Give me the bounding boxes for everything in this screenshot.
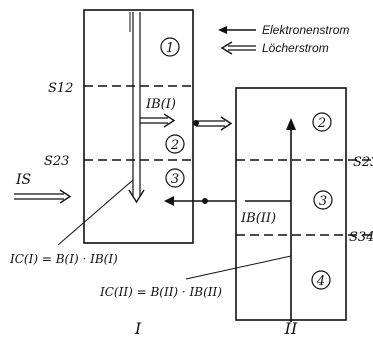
region-2-left-marker: 2 xyxy=(165,134,185,154)
label-s23-right: S23 xyxy=(353,155,373,170)
region-4-marker: 4 xyxy=(311,270,331,290)
label-s34: S34 xyxy=(349,230,373,245)
label-transistor-I: I xyxy=(134,319,142,338)
svg-text:2: 2 xyxy=(170,138,179,153)
label-ib1: IB(I) xyxy=(145,97,176,112)
svg-text:4: 4 xyxy=(316,274,325,289)
ic1-leader-line xyxy=(57,179,134,246)
is-input-arrow xyxy=(14,189,72,204)
label-is: IS xyxy=(15,172,31,188)
hole-transfer-arrow xyxy=(196,116,233,131)
legend-electron-arrow xyxy=(218,26,256,34)
transistor-I-block xyxy=(83,9,194,244)
junction-dot-bottom xyxy=(202,198,208,204)
formula-ic1: IC(I) = B(I) · IB(I) xyxy=(9,252,118,266)
svg-text:3: 3 xyxy=(319,194,327,209)
legend-hole-label: Löcherstrom xyxy=(262,41,329,55)
svg-text:2: 2 xyxy=(317,116,326,131)
legend-hole-arrow xyxy=(220,41,256,55)
junction-dot-top xyxy=(193,120,199,126)
label-s23-left: S23 xyxy=(44,154,69,169)
ib1-branch-arrow xyxy=(140,113,176,128)
region-3-left-marker: 3 xyxy=(165,168,185,188)
label-s12: S12 xyxy=(48,81,73,96)
electron-current-up-arrow xyxy=(286,118,296,322)
hole-current-down-arrow xyxy=(128,12,145,204)
legend-electron-label: Elektronenstrom xyxy=(262,23,349,37)
ic2-leader-line xyxy=(185,255,292,280)
region-2-right-marker: 2 xyxy=(312,112,332,132)
formula-ic2: IC(II) = B(II) · IB(II) xyxy=(99,285,222,299)
region-1-marker: 1 xyxy=(160,37,180,57)
electron-transfer-arrow xyxy=(164,196,236,206)
svg-text:3: 3 xyxy=(171,172,179,187)
svg-text:1: 1 xyxy=(166,41,174,56)
label-ib2: IB(II) xyxy=(240,211,276,226)
label-transistor-II: II xyxy=(284,319,298,338)
region-3-right-marker: 3 xyxy=(313,190,333,210)
